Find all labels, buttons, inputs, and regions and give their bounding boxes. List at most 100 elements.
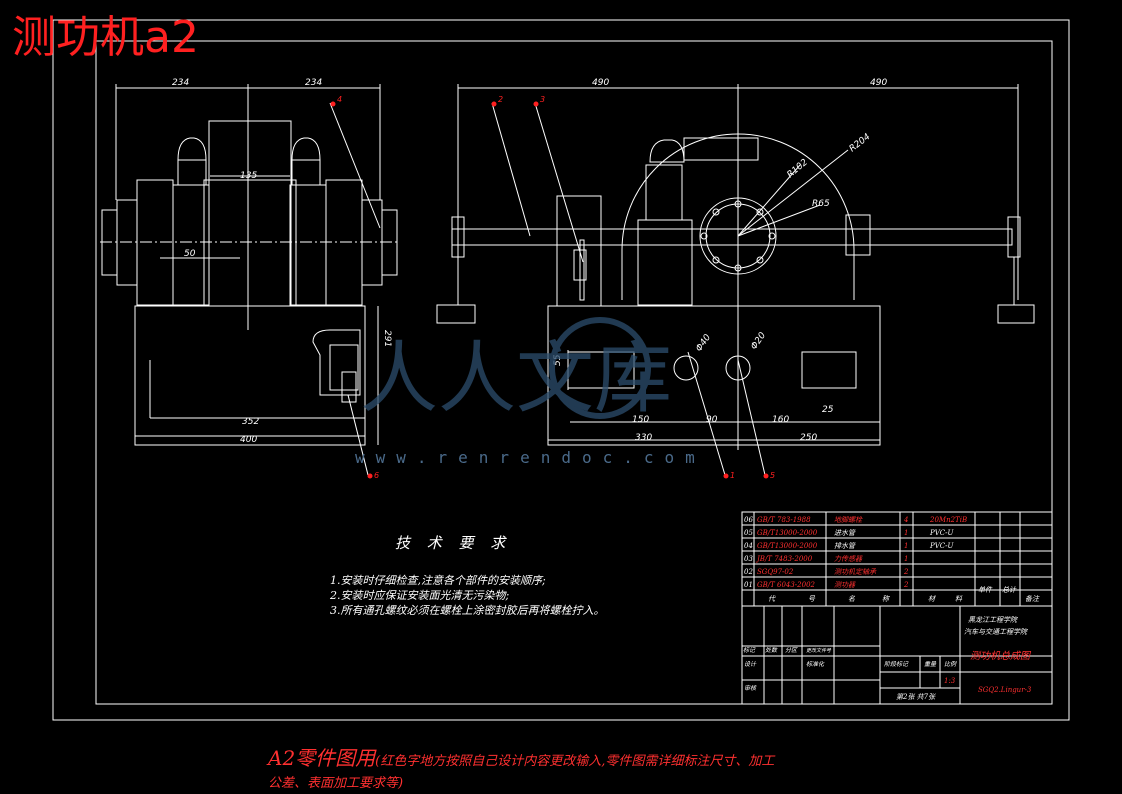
header-cell: 备注 bbox=[1025, 595, 1040, 603]
dim-text: 330 bbox=[635, 433, 652, 443]
balloon-label: 4 bbox=[337, 95, 342, 104]
dim-text: 135 bbox=[240, 171, 257, 181]
dim-text: 25 bbox=[822, 405, 834, 415]
header-cell: 单件 bbox=[978, 586, 993, 594]
parts-cell-code: GB/T13000-2000 bbox=[757, 542, 818, 550]
parts-cell-material: PVC-U bbox=[929, 542, 954, 550]
label-ratio: 比例 bbox=[944, 660, 957, 668]
label-count: 处数 bbox=[765, 646, 778, 654]
dim-text: 291 bbox=[382, 330, 392, 347]
parts-cell-name: 进水管 bbox=[834, 529, 856, 537]
tech-requirements-title: 技 术 要 求 bbox=[395, 534, 512, 552]
dim-text: 160 bbox=[772, 415, 789, 425]
parts-cell-no: 03 bbox=[744, 555, 753, 563]
sheet-info: 第2张 共7张 bbox=[896, 693, 936, 701]
parts-cell-no: 02 bbox=[744, 568, 753, 576]
balloon-dot bbox=[533, 101, 539, 107]
inner-frame bbox=[95, 40, 1053, 705]
parts-cell-qty: 1 bbox=[904, 529, 908, 537]
dim-text: 250 bbox=[800, 433, 817, 443]
bottom-note-small: 公差、表面加工要求等) bbox=[268, 776, 404, 791]
page-title: 测功机a2 bbox=[12, 12, 199, 63]
front-view bbox=[436, 84, 1035, 476]
label-zone: 分区 bbox=[785, 647, 798, 654]
dim-text: 50 bbox=[184, 249, 196, 259]
side-view bbox=[100, 84, 400, 476]
watermark-text: 人人文库 bbox=[360, 334, 672, 424]
dim-text: 150 bbox=[632, 415, 649, 425]
parts-cell-no: 06 bbox=[744, 516, 753, 524]
dim-text: Φ40 bbox=[694, 333, 713, 354]
balloon-dot bbox=[763, 473, 769, 479]
header-cell: 料 bbox=[955, 595, 963, 603]
parts-cell-code: SGQ97-02 bbox=[757, 568, 794, 576]
label-review: 审核 bbox=[744, 684, 757, 692]
balloon-dot bbox=[367, 473, 373, 479]
label-stage: 阶段标记 bbox=[884, 660, 909, 668]
parts-cell-code: GB/T13000-2000 bbox=[757, 529, 818, 537]
dim-text: 490 bbox=[592, 78, 609, 88]
dim-text: 90 bbox=[706, 415, 718, 425]
parts-cell-qty: 1 bbox=[904, 542, 908, 550]
header-cell: 总计 bbox=[1002, 586, 1017, 594]
watermark-url: www.renrendoc.com bbox=[355, 448, 706, 467]
balloon-markers: 4 2 3 6 1 5 bbox=[330, 95, 775, 480]
scale-value: 1:3 bbox=[944, 677, 956, 685]
dim-text: Φ20 bbox=[749, 331, 768, 352]
parts-cell-no: 05 bbox=[744, 529, 753, 537]
label-change-doc: 更改文件号 bbox=[806, 647, 832, 654]
label-design: 设计 bbox=[744, 660, 757, 668]
parts-cell-name: 测功器 bbox=[834, 581, 856, 589]
balloon-label: 2 bbox=[498, 95, 503, 104]
dim-text: R65 bbox=[812, 199, 830, 209]
header-cell: 名 bbox=[848, 595, 856, 603]
parts-cell-code: GB/T 6043-2002 bbox=[757, 581, 816, 589]
balloon-label: 6 bbox=[374, 471, 379, 480]
bottom-note-small: (红色字地方按照自己设计内容更改输入,零件图需详细标注尺寸、加工 bbox=[375, 754, 775, 769]
watermark-logo: 人人文库 bbox=[360, 317, 672, 424]
school-name: 黑龙江工程学院 bbox=[968, 616, 1018, 624]
header-cell: 代 bbox=[768, 595, 776, 603]
balloon-dot bbox=[491, 101, 497, 107]
balloon-dot bbox=[330, 101, 336, 107]
outer-frame bbox=[52, 19, 1070, 721]
header-cell: 号 bbox=[808, 595, 816, 603]
balloon-label: 3 bbox=[540, 95, 545, 104]
label-mark: 标记 bbox=[743, 646, 756, 654]
parts-cell-no: 04 bbox=[744, 542, 753, 550]
parts-cell-material: PVC-U bbox=[929, 529, 954, 537]
balloon-label: 5 bbox=[770, 471, 775, 480]
balloon-dot bbox=[723, 473, 729, 479]
dim-text: 400 bbox=[240, 435, 257, 445]
drawing-number: SGQ2.Lingur-3 bbox=[978, 686, 1032, 694]
parts-list-header: 代 号 名 称 材 料 单件 总计 备注 bbox=[768, 586, 1040, 603]
parts-cell-name: 力传感器 bbox=[834, 555, 863, 563]
dim-text: R102 bbox=[786, 157, 811, 180]
header-cell: 材 bbox=[928, 595, 936, 603]
tech-note: 1.安装时仔细检查,注意各个部件的安装顺序; bbox=[330, 574, 546, 587]
dept-name: 汽车与交通工程学院 bbox=[964, 628, 1028, 636]
label-weight: 重量 bbox=[924, 661, 937, 668]
parts-cell-qty: 2 bbox=[903, 581, 909, 589]
parts-cell-code: GB/T 783-1988 bbox=[757, 516, 811, 524]
drawing-name: 测功机总成图 bbox=[970, 650, 1032, 662]
parts-cell-name: 测功机定轴承 bbox=[834, 568, 877, 576]
parts-cell-qty: 2 bbox=[903, 568, 909, 576]
header-cell: 称 bbox=[882, 595, 890, 603]
tech-note: 3.所有通孔螺纹必须在螺栓上涂密封胶后再将螺栓拧入。 bbox=[330, 604, 605, 617]
parts-cell-no: 01 bbox=[744, 581, 753, 589]
dim-text: 234 bbox=[172, 78, 189, 88]
parts-cell-name: 地脚螺栓 bbox=[834, 516, 863, 524]
label-standard: 标准化 bbox=[806, 660, 825, 668]
title-block-text: 黑龙江工程学院 汽车与交通工程学院 测功机总成图 SGQ2.Lingur-3 1… bbox=[743, 616, 1032, 701]
parts-cell-qty: 1 bbox=[904, 555, 908, 563]
dim-text: 55 bbox=[553, 354, 563, 366]
tech-note: 2.安装时应保证安装面光清无污染物; bbox=[330, 589, 510, 602]
parts-cell-material: 20Mn2TiB bbox=[929, 516, 967, 524]
parts-cell-name: 排水管 bbox=[834, 542, 856, 550]
dim-text: 234 bbox=[305, 78, 322, 88]
bottom-note: A2零件图用(红色字地方按照自己设计内容更改输入,零件图需详细标注尺寸、加工 公… bbox=[268, 742, 968, 794]
dim-text: R204 bbox=[848, 132, 873, 154]
